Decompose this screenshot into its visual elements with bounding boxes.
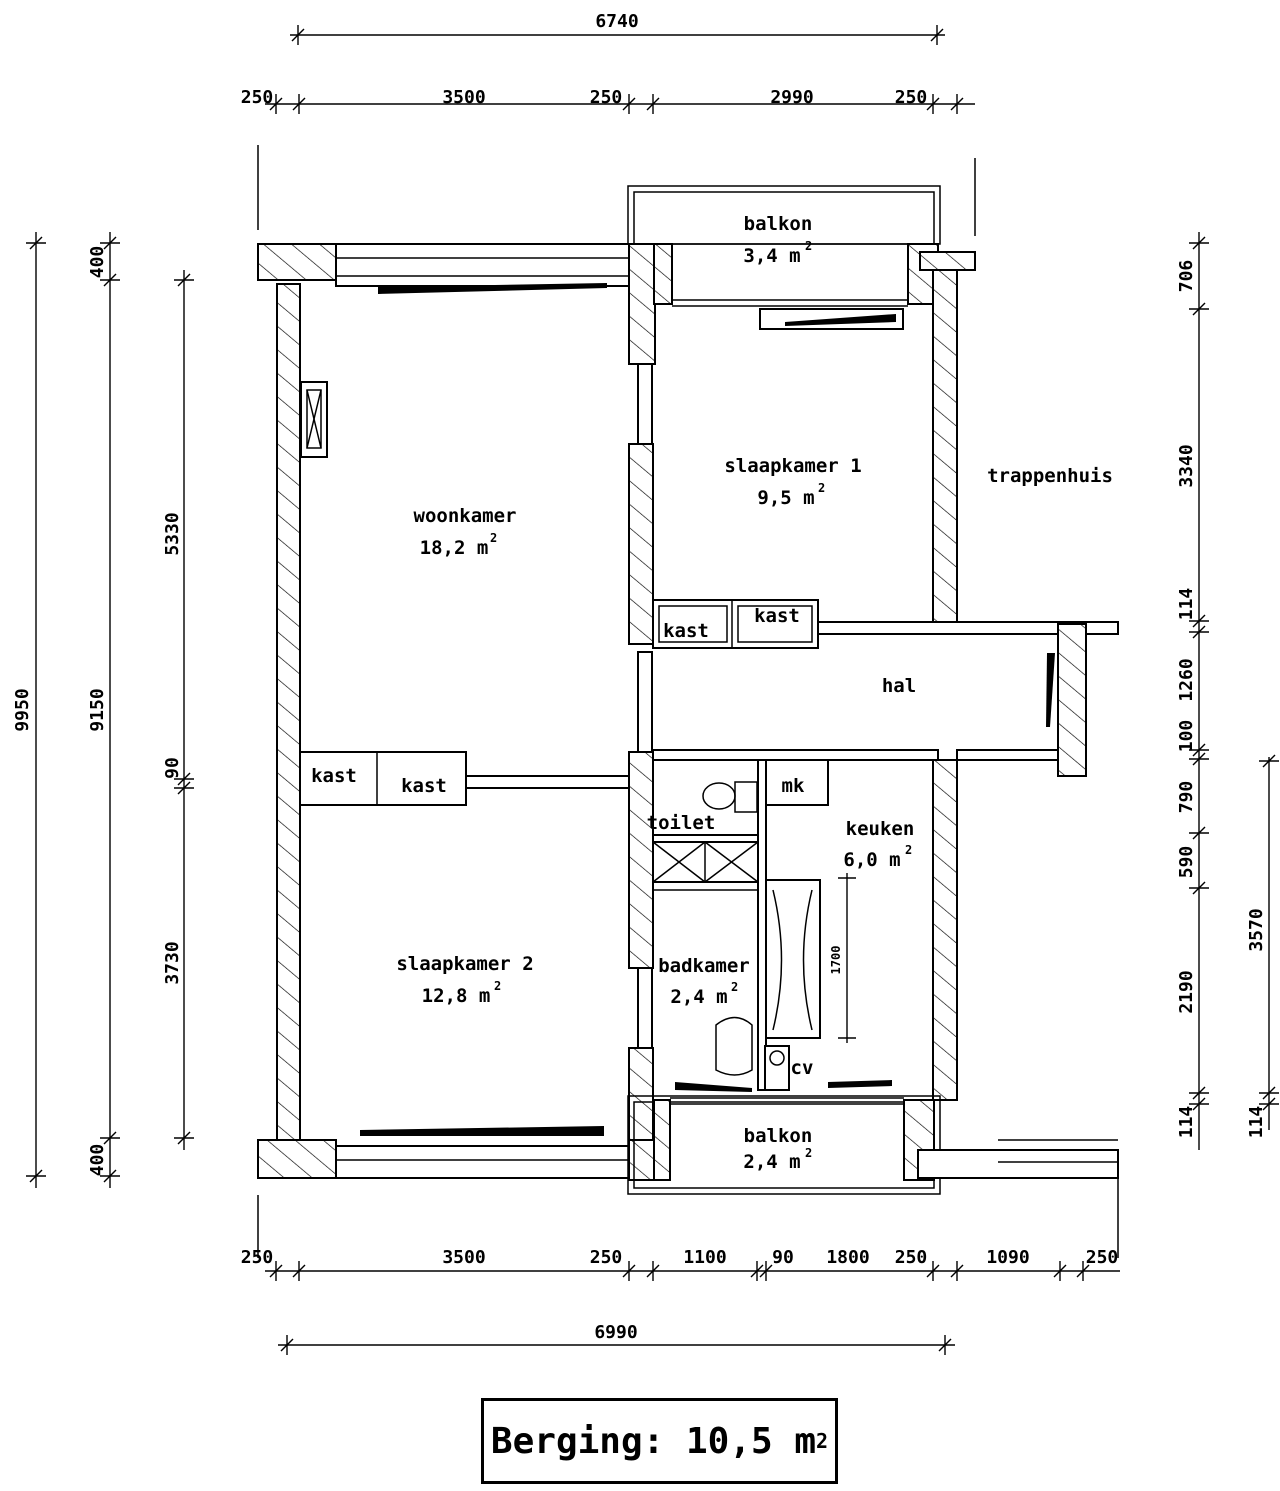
dim-left-mid-3: 400	[87, 1144, 108, 1177]
dim-top-total: 6740	[595, 11, 638, 32]
top-dimensions: 6740 250 3500 250 2990 250	[241, 11, 975, 114]
dim-bottom-2: 3500	[442, 1247, 485, 1268]
woonkamer-area: 18,2 m	[420, 537, 489, 559]
dim-top-1: 250	[241, 87, 274, 108]
berging-sup: 2	[816, 1429, 829, 1453]
dim-top-3: 250	[590, 87, 623, 108]
room-labels: balkon 3,4 m 2 slaapkamer 1 9,5 m 2 trap…	[311, 213, 1113, 1173]
dim-top-2: 3500	[442, 87, 485, 108]
dim-bottom-3: 250	[590, 1247, 623, 1268]
badkamer-area: 2,4 m	[670, 986, 727, 1008]
walls: 1700	[257, 145, 1119, 1258]
keuken-name: keuken	[846, 818, 915, 840]
bottom-dimensions: 250 3500 250 1100 90 1800 250 1090 250 6…	[241, 1247, 1120, 1355]
dim-bottom-8: 1090	[986, 1247, 1029, 1268]
keuken-area: 6,0 m	[843, 849, 900, 871]
balkon-top-sup: 2	[805, 239, 812, 253]
dim-right-4: 1260	[1176, 658, 1197, 701]
dim-bottom-total: 6990	[594, 1322, 637, 1343]
slaapkamer1-name: slaapkamer 1	[724, 455, 861, 477]
dim-right-7: 590	[1176, 846, 1197, 879]
balkon-bottom-name: balkon	[744, 1125, 813, 1147]
hal-name: hal	[882, 675, 916, 697]
slaapkamer1-area: 9,5 m	[757, 487, 814, 509]
dim-left-mid-2: 9150	[87, 688, 108, 731]
dim-right-3: 114	[1176, 588, 1197, 621]
cv-name: cv	[791, 1057, 814, 1079]
trappenhuis-name: trappenhuis	[987, 465, 1113, 487]
badkamer-sup: 2	[731, 980, 738, 994]
dim-left-outer: 9950	[12, 688, 33, 731]
dim-right-outer-1: 3570	[1246, 908, 1267, 951]
kast-label-3: kast	[311, 765, 357, 787]
dim-right-2: 3340	[1176, 444, 1197, 487]
woonkamer-name: woonkamer	[414, 505, 517, 527]
dim-right-1: 706	[1176, 260, 1197, 293]
dim-left-inner-1: 5330	[162, 512, 183, 555]
floor-plan: 6740 250 3500 250 2990 250 250 3500 250 …	[12, 11, 1279, 1355]
dim-right-9: 114	[1176, 1106, 1197, 1139]
dim-top-5: 250	[895, 87, 928, 108]
left-dimensions: 9950 400 9150 400 5330 90 3730	[12, 232, 194, 1188]
bath-length-dim: 1700	[829, 946, 843, 975]
dim-left-inner-3: 3730	[162, 941, 183, 984]
balkon-bottom-sup: 2	[805, 1146, 812, 1160]
dim-top-4: 2990	[770, 87, 813, 108]
slaapkamer1-sup: 2	[818, 481, 825, 495]
keuken-sup: 2	[905, 843, 912, 857]
dim-bottom-5: 90	[772, 1247, 794, 1268]
badkamer-name: badkamer	[658, 955, 750, 977]
right-dimensions: 706 3340 114 1260 100 790 590 2190 114 3…	[1176, 232, 1279, 1150]
berging-label: Berging: 10,5 m	[490, 1420, 817, 1462]
dim-bottom-1: 250	[241, 1247, 274, 1268]
dim-bottom-9: 250	[1086, 1247, 1119, 1268]
kast-label-2: kast	[754, 605, 800, 627]
mk-name: mk	[782, 775, 805, 797]
balkon-top-area: 3,4 m	[743, 245, 800, 267]
slaapkamer2-area: 12,8 m	[422, 985, 491, 1007]
dim-bottom-6: 1800	[826, 1247, 869, 1268]
slaapkamer2-name: slaapkamer 2	[396, 953, 533, 975]
dim-right-5: 100	[1176, 720, 1197, 753]
dim-left-mid-1: 400	[87, 246, 108, 279]
kast-label-4: kast	[401, 775, 447, 797]
dim-left-inner-2: 90	[162, 757, 183, 779]
dim-right-outer-2: 114	[1246, 1106, 1267, 1139]
kast-label-1: kast	[663, 620, 709, 642]
balkon-bottom-area: 2,4 m	[743, 1151, 800, 1173]
dim-right-6: 790	[1176, 781, 1197, 814]
balkon-top-name: balkon	[744, 213, 813, 235]
dim-bottom-7: 250	[895, 1247, 928, 1268]
dim-bottom-4: 1100	[683, 1247, 726, 1268]
woonkamer-sup: 2	[490, 531, 497, 545]
slaapkamer2-sup: 2	[494, 979, 501, 993]
toilet-name: toilet	[647, 812, 716, 834]
dim-right-8: 2190	[1176, 970, 1197, 1013]
